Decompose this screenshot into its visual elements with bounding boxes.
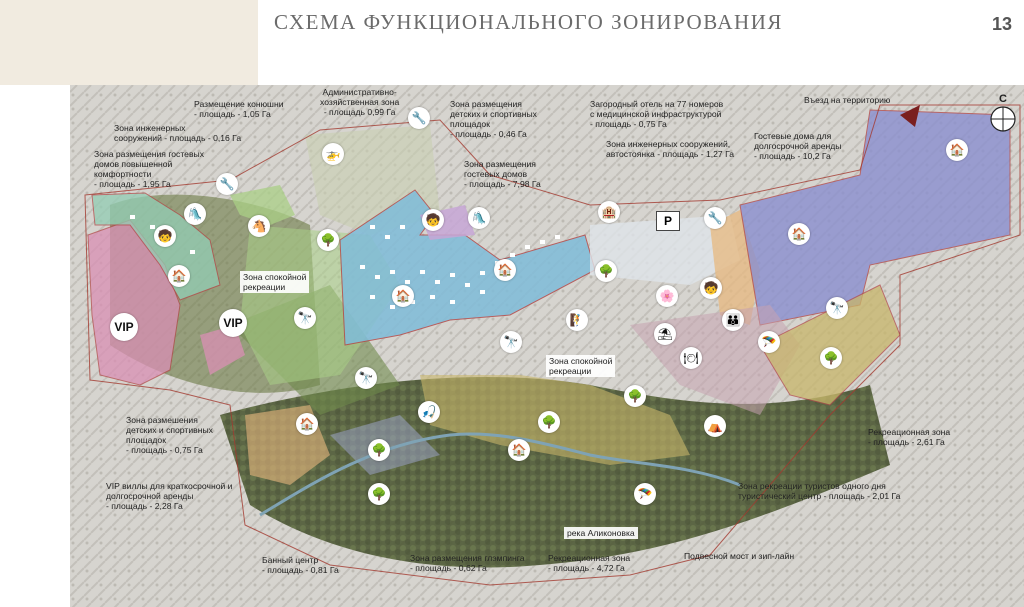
tools-icon[interactable]: 🔧 [704,207,726,229]
tree-bench-icon[interactable]: 🌳 [368,439,390,461]
label-river: река Аликоновка [564,527,638,539]
label-one-day: Зона рекреации туристов одного дня турис… [738,481,901,501]
header-bar: СХЕМА ФУНКЦИОНАЛЬНОГО ЗОНИРОВАНИЯ 13 [0,0,1024,85]
vip-badge[interactable]: VIP [110,313,138,341]
house-icon[interactable]: 🏠 [508,439,530,461]
header-accent-block [0,0,258,85]
label-stable: Размещение конюшни - площадь - 1,05 Га [194,99,284,119]
house-icon[interactable]: 🏠 [946,139,968,161]
label-kids-left: Зона размешения детских и спортивных пло… [126,415,213,455]
label-kids-top: Зона размещения детских и спортивных пло… [450,99,537,139]
map-canvas [70,85,1024,607]
horse-icon[interactable]: 🐴 [248,215,270,237]
tools-icon[interactable]: 🔧 [408,107,430,129]
compass-icon [990,106,1016,132]
playground-icon[interactable]: 🛝 [184,203,206,225]
page-number: 13 [992,14,1013,34]
tree-bench-icon[interactable]: 🌳 [820,347,842,369]
tent-icon[interactable]: ⛺ [704,415,726,437]
label-recreation-bottom: Рекреационная зона - площадь - 4,72 Га [548,553,631,573]
zipline-icon[interactable]: 🪂 [634,483,656,505]
label-long-rent: Гостевые дома для долгосрочной аренды - … [754,131,842,161]
zone-hotel[interactable] [590,215,740,285]
label-bridge: Подвесной мост и зип-лайн [684,551,795,561]
zoning-map: С 🚁 🔧 🔧 🐴 🛝 🧒 🏠 VIP VIP 🌳 🔭 🔭 🏠 🧒 🛝 🏠 🔭 … [70,85,1024,607]
compass: С [986,93,1020,133]
house-icon[interactable]: 🏠 [168,265,190,287]
label-engineering-top: Зона инженерных сооружений - площадь - 0… [114,123,242,143]
food-service-icon[interactable]: 🍽 [680,347,702,369]
label-vip-villas: VIP виллы для краткосрочной и долгосрочн… [106,481,233,511]
vip-badge[interactable]: VIP [219,309,247,337]
binoculars-icon[interactable]: 🔭 [294,307,316,329]
family-icon[interactable]: 👪 [722,309,744,331]
label-engineering-parking: Зона инженерных сооружений, автостоянка … [606,139,735,159]
label-guest: Зона размещения гостевых домов - площадь… [464,159,541,189]
page-title: СХЕМА ФУНКЦИОНАЛЬНОГО ЗОНИРОВАНИЯ [274,10,783,34]
house-icon[interactable]: 🏠 [392,285,414,307]
river-line [259,432,741,517]
kids-icon[interactable]: 🧒 [422,209,444,231]
tree-bench-icon[interactable]: 🌳 [624,385,646,407]
zone-recreation-right[interactable] [759,284,901,406]
label-hotel: Загородный отель на 77 номеров с медицин… [590,99,724,129]
tree-bench-icon[interactable]: 🌳 [538,411,560,433]
binoculars-icon[interactable]: 🔭 [355,367,377,389]
label-banya: Банный центр - площадь - 0,81 Га [262,555,339,575]
fishing-icon[interactable]: 🎣 [418,401,440,423]
label-entry: Въезд на территорию [804,95,891,105]
hotel-icon[interactable]: 🏨 [598,201,620,223]
kids-icon[interactable]: 🧒 [700,277,722,299]
helicopter-icon[interactable]: 🚁 [322,143,344,165]
label-calm-left: Зона спокойной рекреации [240,271,310,293]
house-icon[interactable]: 🏠 [296,413,318,435]
tree-bench-icon[interactable]: 🌳 [317,229,339,251]
playground-icon[interactable]: 🛝 [468,207,490,229]
zone-long-rent[interactable] [739,109,1011,326]
house-icon[interactable]: 🏠 [788,223,810,245]
label-glamping: Зона размещения глэмпинга - площадь - 0,… [410,553,525,573]
label-calm-mid: Зона спокойной рекреации [546,355,616,377]
binoculars-icon[interactable]: 🔭 [500,331,522,353]
tree-bench-icon[interactable]: 🌳 [368,483,390,505]
compass-letter: С [999,93,1007,105]
label-recreation-right: Рекреационная зона - площадь - 2,61 Га [868,427,951,447]
label-comfort: Зона размещения гостевых домов повышенно… [94,149,204,189]
entry-arrow-icon [900,105,920,127]
tree-bench-icon[interactable]: 🌳 [595,260,617,282]
house-icon[interactable]: 🏠 [494,259,516,281]
kids-icon[interactable]: 🧒 [154,225,176,247]
zone-engineering-left[interactable] [230,185,295,225]
parking-badge[interactable]: P [656,211,680,231]
spa-flower-icon[interactable]: 🌸 [656,285,678,307]
label-admin: Административно- хозяйственная зона - пл… [320,87,400,117]
site-boundary [84,104,1021,586]
zone-vip-small[interactable] [200,325,245,375]
binoculars-icon[interactable]: 🔭 [826,297,848,319]
zipline-icon[interactable]: 🪂 [758,331,780,353]
beach-umbrella-icon[interactable]: ⛱ [654,323,676,345]
climbing-icon[interactable]: 🧗 [566,309,588,331]
tools-icon[interactable]: 🔧 [216,173,238,195]
